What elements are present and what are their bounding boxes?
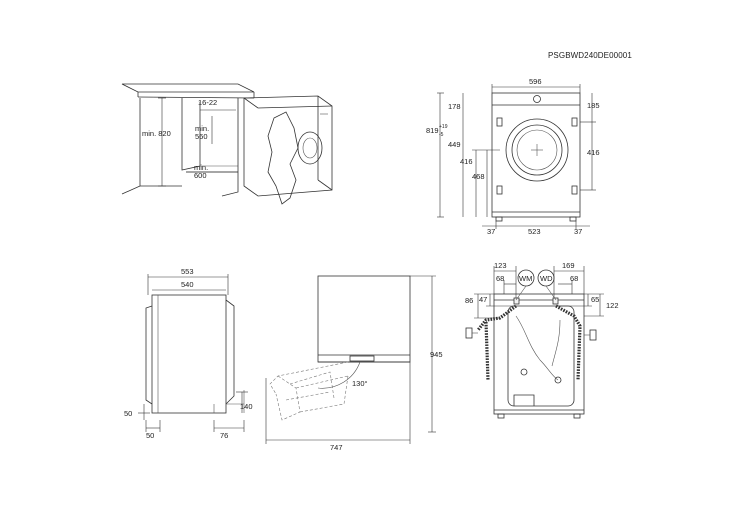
side-view: 553 540 50 50 140 76: [124, 267, 253, 440]
door-angle-130: 130°: [352, 379, 368, 388]
dim-37-right: 37: [574, 227, 582, 236]
dim-596: 596: [529, 77, 542, 86]
document-code: PSGBWD240DE00001: [548, 51, 632, 60]
dim-min-560-label: min.: [195, 124, 209, 133]
dim-523: 523: [528, 227, 541, 236]
dim-416-right: 416: [587, 148, 600, 157]
installation-view: min. 820 16-22 min. 560 min. 600: [121, 83, 333, 205]
label-wm: WM: [519, 274, 532, 283]
dim-16-22: 16-22: [198, 98, 217, 107]
dim-86: 86: [465, 296, 473, 305]
dim-819-tol-top: +19: [439, 124, 448, 130]
dim-50-horizontal: 50: [146, 431, 154, 440]
dim-68-left: 68: [496, 274, 504, 283]
dim-50-vertical: 50: [124, 409, 132, 418]
dim-185: 185: [587, 101, 600, 110]
rear-view: WM WD 123 68 169 68 86: [465, 261, 619, 419]
dim-65: 65: [591, 295, 599, 304]
dim-819-tol-bottom: -5: [439, 132, 444, 138]
dim-468: 468: [472, 172, 485, 181]
dim-178: 178: [448, 102, 461, 111]
dim-min-600-value: 600: [194, 171, 207, 180]
dim-68-right: 68: [570, 274, 578, 283]
dim-747: 747: [330, 443, 343, 452]
dim-140: 140: [240, 402, 253, 411]
dim-37-left: 37: [487, 227, 495, 236]
dim-47: 47: [479, 295, 487, 304]
dim-416-left: 416: [460, 157, 473, 166]
dim-819: 819: [426, 126, 439, 135]
dim-945: 945: [430, 350, 443, 359]
label-wd: WD: [540, 274, 553, 283]
dim-169: 169: [562, 261, 575, 270]
dim-553: 553: [181, 267, 194, 276]
dim-123: 123: [494, 261, 507, 270]
dim-76: 76: [220, 431, 228, 440]
dim-540: 540: [181, 280, 194, 289]
dim-min-560-value: 560: [195, 132, 208, 141]
front-view: 596 819 +19 -5 178 449 416 468 185 416: [426, 77, 600, 236]
dim-min-820: min. 820: [142, 129, 171, 138]
dim-122: 122: [606, 301, 619, 310]
door-view: 130° 945 747: [265, 275, 443, 452]
dim-min-600-label: min.: [194, 163, 208, 172]
dim-449: 449: [448, 140, 461, 149]
